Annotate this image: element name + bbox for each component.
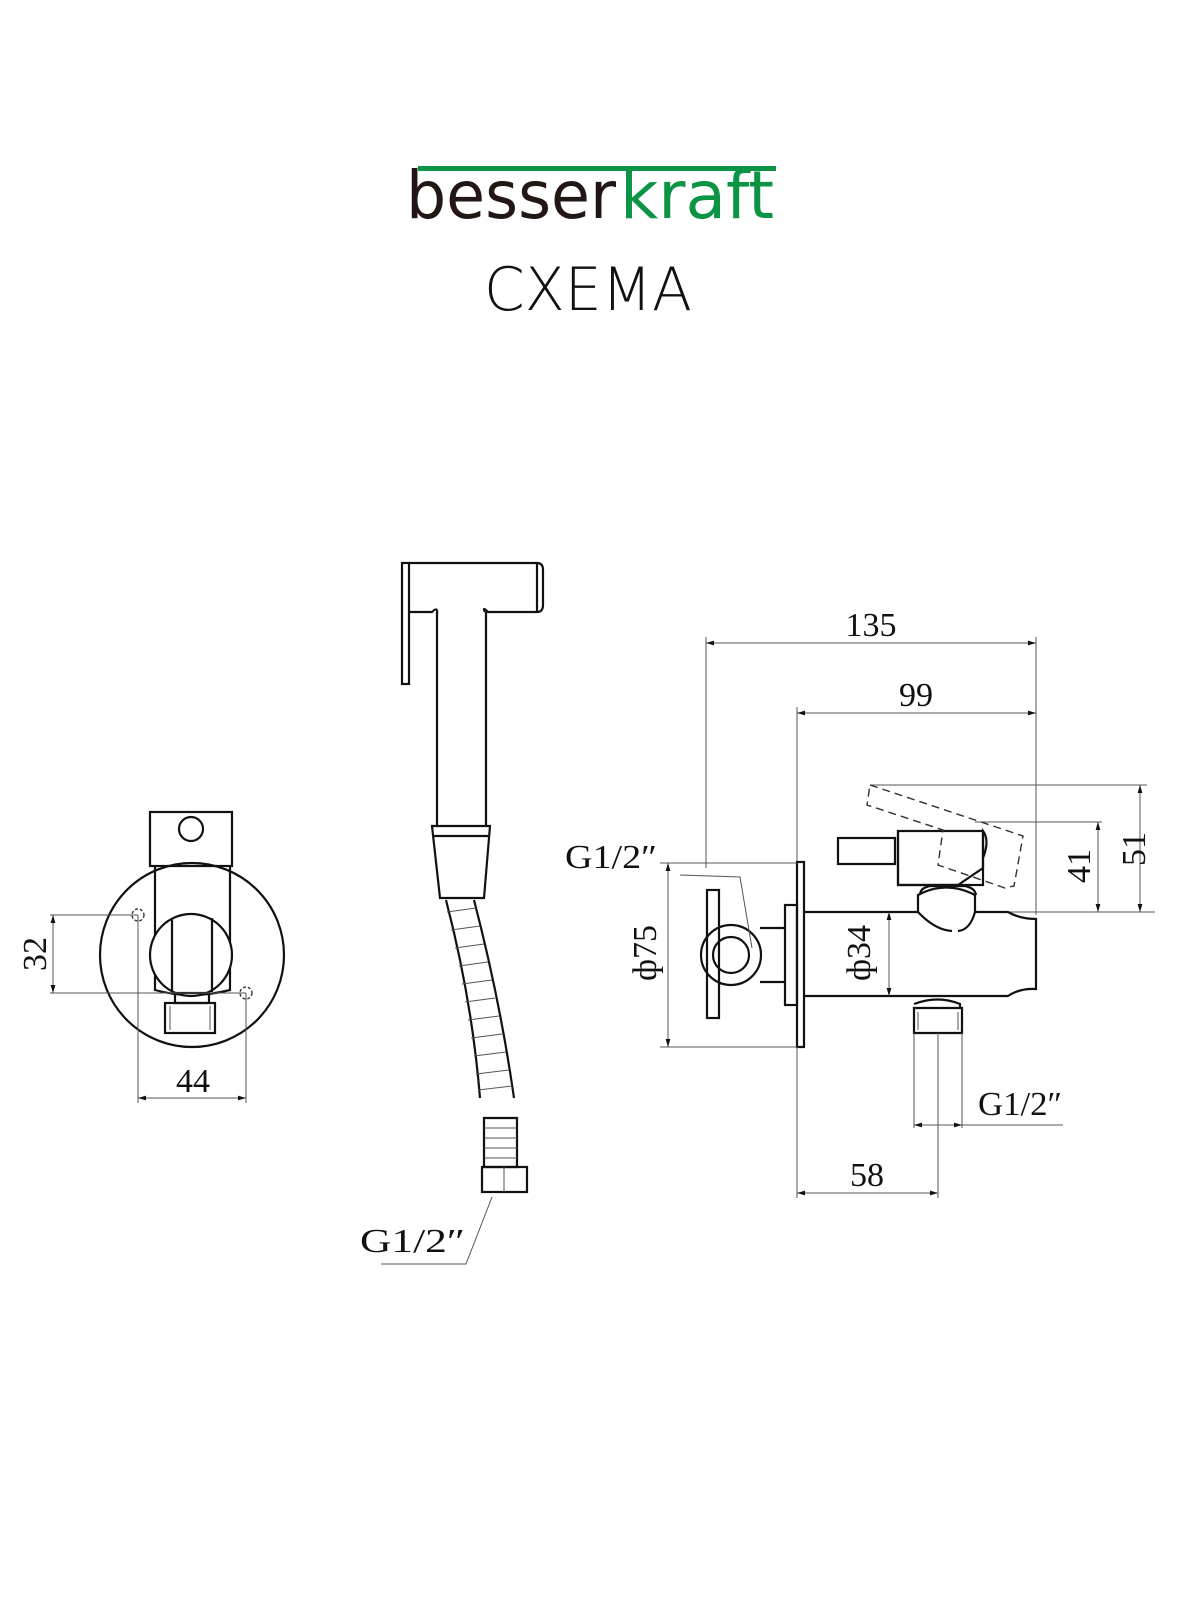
hand-shower: G1/2″ xyxy=(360,561,545,1265)
dim-phi75: ф75 xyxy=(627,925,664,981)
side-view: 135 99 51 41 ф75 ф34 G1/2″ G1/2″ 5 xyxy=(565,607,1155,1198)
dim-41: 41 xyxy=(1061,849,1098,883)
dim-phi34: ф34 xyxy=(841,925,878,981)
outlet-thread-label: G1/2″ xyxy=(978,1086,1062,1123)
dim-51: 51 xyxy=(1116,832,1153,866)
dim-44: 44 xyxy=(176,1063,210,1100)
dim-99: 99 xyxy=(899,677,933,714)
dim-58: 58 xyxy=(850,1157,884,1194)
page-title: СХЕМА xyxy=(484,255,692,325)
front-view: 32 44 xyxy=(17,810,286,1103)
dim-135: 135 xyxy=(846,607,897,644)
logo-kraft: kraft xyxy=(620,157,774,234)
logo-besser: besser xyxy=(406,157,617,234)
inlet-thread-label: G1/2″ xyxy=(565,839,657,876)
hose-thread-label: G1/2″ xyxy=(360,1223,465,1260)
dim-32: 32 xyxy=(17,937,54,971)
brand-logo: besser kraft xyxy=(406,157,776,234)
